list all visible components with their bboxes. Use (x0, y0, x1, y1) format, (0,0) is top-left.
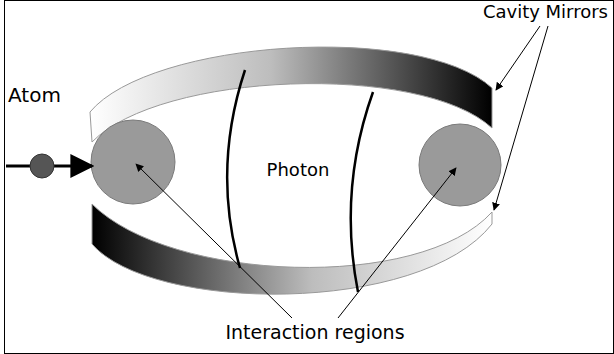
bottom-mirror (92, 204, 492, 294)
region-label: Interaction regions (225, 322, 404, 343)
atom-label: Atom (8, 84, 61, 106)
photon-label: Photon (265, 160, 332, 180)
leader-line (494, 26, 548, 210)
mirror-label: Cavity Mirrors (483, 2, 608, 22)
photon-wavefront (227, 70, 245, 268)
interaction-region (419, 124, 501, 206)
atom (30, 154, 54, 178)
photon-wavefront (351, 92, 373, 292)
frame (5, 1, 614, 354)
interaction-region (91, 120, 175, 204)
leader-line (136, 164, 292, 318)
leader-line (338, 168, 456, 318)
leader-line (496, 26, 540, 90)
